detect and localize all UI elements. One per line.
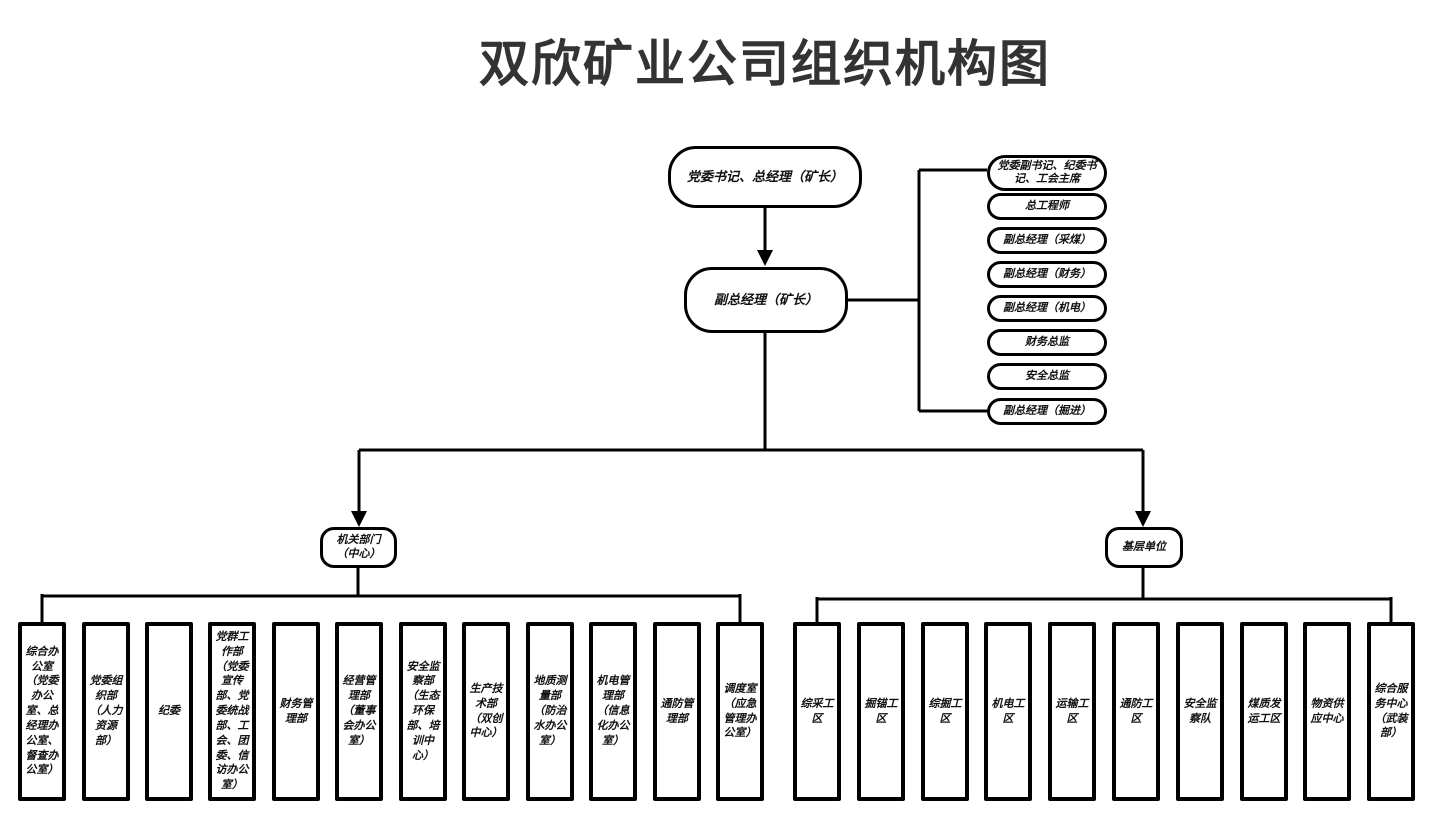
unit-node-2: 综掘工区 [921,622,969,801]
unit-node-7: 煤质发运工区 [1240,622,1288,801]
unit-node-4: 运输工区 [1048,622,1096,801]
department-node-6: 安全监察部（生态环保部、培训中心） [399,622,447,801]
department-node-9: 机电管理部（信息化办公室） [589,622,637,801]
staff-node-0: 党委副书记、纪委书记、工会主席 [987,155,1107,191]
department-node-11: 调度室（应急管理办公室） [716,622,764,801]
arrowhead-deputy [757,250,773,266]
unit-node-8: 物资供应中心 [1303,622,1351,801]
arrowhead-hub-right [1135,511,1151,527]
department-node-4: 财务管理部 [272,622,320,801]
staff-node-4: 副总经理（机电） [987,295,1107,322]
department-node-1: 党委组织部（人力资源部） [82,622,130,801]
unit-node-9: 综合服务中心（武装部） [1367,622,1415,801]
staff-node-2: 副总经理（采煤） [987,227,1107,254]
unit-node-5: 通防工区 [1112,622,1160,801]
department-node-7: 生产技术部（双创中心） [462,622,510,801]
chart-title: 双欣矿业公司组织机构图 [479,36,1051,92]
staff-node-1: 总工程师 [987,193,1107,220]
node-deputy-manager: 副总经理（矿长） [684,267,848,333]
department-node-2: 纪委 [145,622,193,801]
department-node-0: 综合办公室（党委办公室、总经理办公室、督查办公室） [18,622,66,801]
node-top-leader: 党委书记、总经理（矿长） [668,146,862,208]
unit-node-1: 掘锚工区 [857,622,905,801]
node-hub-units: 基层单位 [1105,527,1183,568]
staff-node-7: 副总经理（掘进） [987,398,1107,425]
staff-node-5: 财务总监 [987,329,1107,356]
unit-node-0: 综采工区 [793,622,841,801]
node-hub-departments: 机关部门（中心） [320,527,397,568]
staff-node-3: 副总经理（财务） [987,261,1107,288]
staff-node-6: 安全总监 [987,363,1107,390]
arrowhead-hub-left [351,511,367,527]
department-node-10: 通防管理部 [653,622,701,801]
unit-node-3: 机电工区 [984,622,1032,801]
department-node-3: 党群工作部（党委宣传部、党委统战部、工会、团委、信访办公室） [208,622,256,801]
department-node-8: 地质测量部（防治水办公室） [526,622,574,801]
department-node-5: 经营管理部（董事会办公室） [335,622,383,801]
unit-node-6: 安全监察队 [1176,622,1224,801]
